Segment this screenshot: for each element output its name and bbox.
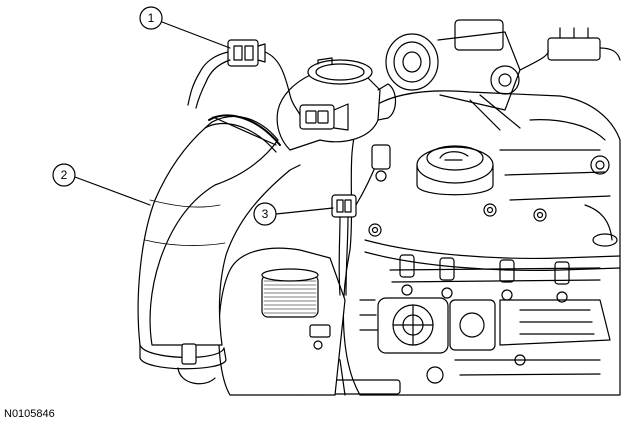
callout-1-label: 1 xyxy=(148,11,155,25)
engine-block xyxy=(249,19,621,396)
connector-1 xyxy=(187,39,301,116)
iat-sensor xyxy=(299,103,349,131)
callout-1 xyxy=(139,6,231,49)
callout-3-label: 3 xyxy=(262,207,269,221)
figure-id: N0105846 xyxy=(4,408,55,420)
callout-2 xyxy=(52,163,151,206)
air-intake-tube xyxy=(137,114,301,385)
air-filter xyxy=(218,247,346,396)
callout-3 xyxy=(253,202,334,226)
callout-2-label: 2 xyxy=(61,168,68,182)
connector-3 xyxy=(331,144,391,296)
